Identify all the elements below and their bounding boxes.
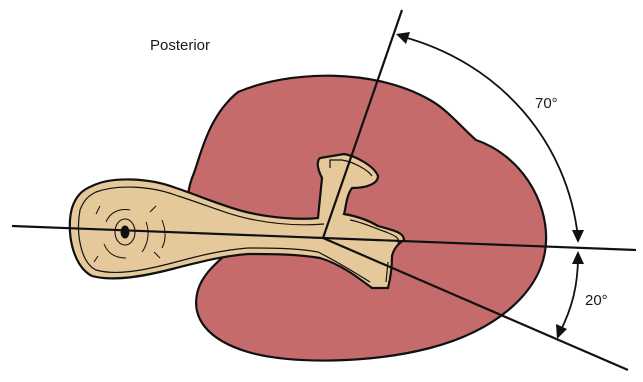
posterior-label: Posterior xyxy=(150,37,210,54)
angle-70-label: 70° xyxy=(535,95,558,112)
arc-20 xyxy=(560,256,578,332)
angle-20-label: 20° xyxy=(585,292,608,309)
